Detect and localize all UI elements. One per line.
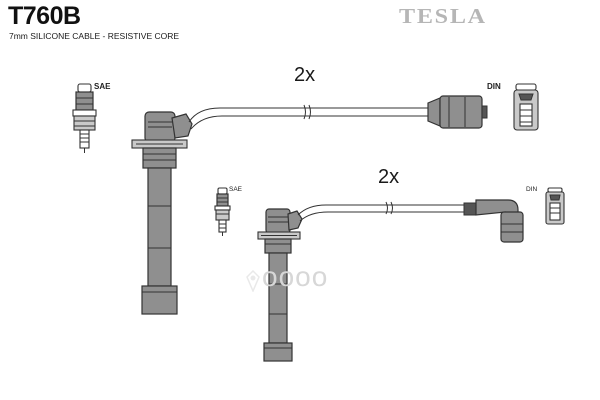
coil-boot-long	[427, 95, 488, 129]
coil-type-label-long: DIN	[487, 82, 501, 91]
cable-spec-caption: 7mm SILICONE CABLE - RESISTIVE CORE	[9, 31, 180, 41]
cable-short	[297, 201, 464, 222]
cable-long	[188, 104, 430, 130]
coil-boot-short	[463, 199, 524, 243]
watermark-logo-icon	[246, 270, 260, 292]
spark-plug-icon-small	[214, 187, 231, 236]
coil-type-label-short: DIN	[526, 186, 538, 193]
quantity-label-short: 2x	[378, 166, 400, 188]
din-terminal-icon-large	[513, 83, 539, 131]
watermark-text: oooo	[262, 261, 329, 292]
quantity-label-long: 2x	[294, 64, 316, 86]
plug-type-label-long: SAE	[94, 82, 111, 91]
part-number-title: T760B	[8, 2, 81, 30]
plug-boot-long	[131, 111, 193, 315]
spark-plug-icon-large	[72, 83, 97, 153]
plug-boot-short	[257, 208, 303, 362]
plug-type-label-short: SAE	[229, 186, 243, 193]
brand-logo: TESLA	[399, 4, 487, 28]
din-terminal-icon-small	[545, 187, 565, 225]
